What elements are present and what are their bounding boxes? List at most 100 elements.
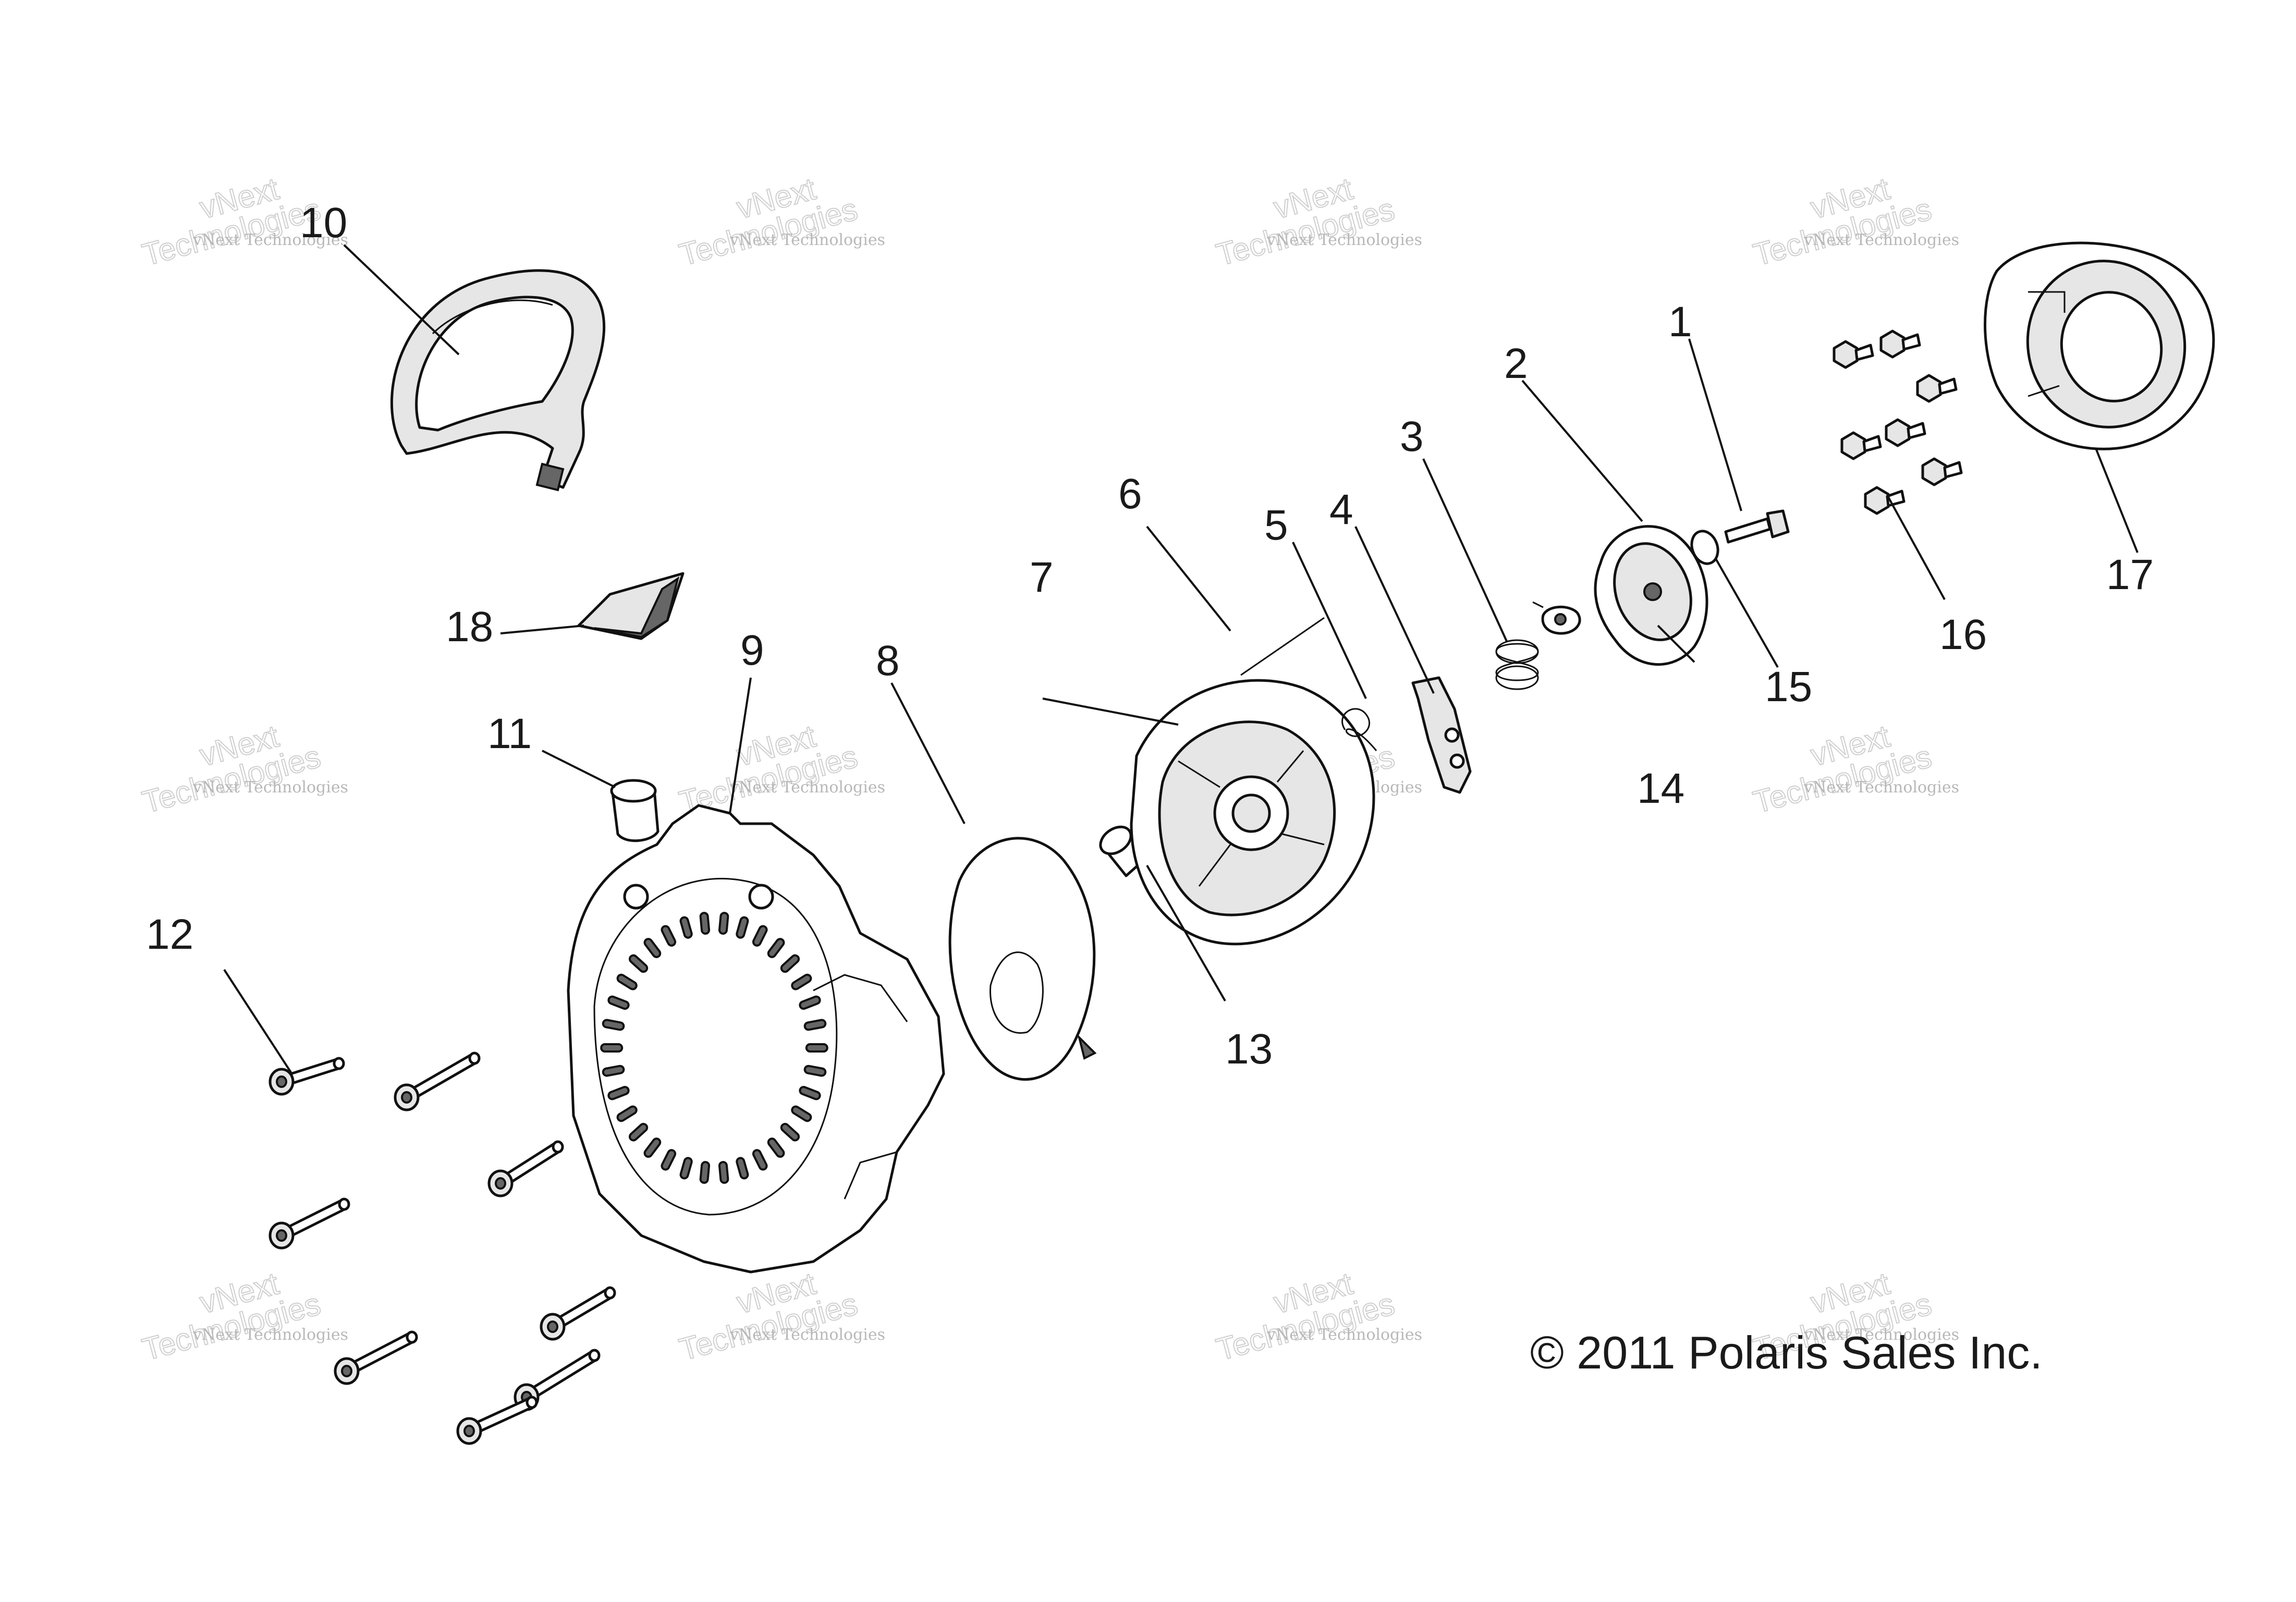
flange-nut: [1921, 457, 1963, 486]
part-16-nuts: [1833, 329, 1963, 515]
vent-slot: [628, 954, 649, 973]
callout-1: 1: [1668, 298, 1692, 346]
vent-slot: [602, 1065, 625, 1077]
watermark-small: vNext Technologies: [1266, 1326, 1422, 1344]
callout-14: 14: [1637, 765, 1684, 812]
part-2-friction-plate: [1594, 525, 1708, 666]
watermark-small: vNext Technologies: [729, 778, 885, 797]
callout-labels: 1 2 3 4 5 6 7 8 9 10 11 12 13 14 15 16 1…: [146, 199, 2154, 1073]
vent-slot: [679, 916, 693, 939]
callout-16: 16: [1939, 611, 1987, 658]
watermark-small: vNext Technologies: [192, 1326, 348, 1344]
callout-11: 11: [487, 710, 532, 757]
watermark-small: vNext Technologies: [729, 231, 885, 249]
callout-6: 6: [1118, 470, 1142, 518]
vent-slot: [791, 1105, 812, 1122]
callout-13: 13: [1225, 1025, 1273, 1073]
housing-vent-slots: [600, 912, 828, 1184]
part-12-bolts: [268, 1051, 616, 1445]
vent-slot: [780, 954, 800, 973]
callout-17: 17: [2106, 551, 2154, 598]
part-18-insert: [577, 572, 685, 640]
part-9-starter-housing: [567, 804, 945, 1274]
callout-9: 9: [740, 627, 764, 674]
watermark-small: vNext Technologies: [1803, 1326, 1959, 1344]
vent-slot: [752, 925, 768, 947]
vent-slot: [805, 1043, 828, 1053]
part-5-spring: [1341, 708, 1377, 751]
flange-nut: [1879, 329, 1921, 359]
part-3-spring: [1495, 639, 1539, 690]
callout-5: 5: [1264, 502, 1288, 549]
cap-screw: [394, 1051, 481, 1111]
vent-slot: [607, 995, 630, 1010]
part-7-rope-pulley: [1130, 679, 1375, 946]
vent-slot: [616, 973, 638, 990]
watermark-small: vNext Technologies: [1803, 778, 1959, 797]
cap-screw: [268, 1057, 345, 1096]
vent-slot: [767, 1138, 785, 1158]
vent-slot: [718, 1161, 729, 1184]
vent-slot: [607, 1086, 630, 1100]
vent-slot: [752, 1149, 768, 1171]
flange-nut: [1916, 374, 1958, 403]
vent-slot: [799, 995, 821, 1010]
part-15-washer: [1690, 530, 1719, 565]
callout-18: 18: [446, 603, 493, 651]
vent-slot: [767, 938, 785, 958]
flange-nut: [1885, 418, 1926, 447]
part-8-recoil-spring: [948, 837, 1097, 1081]
watermark-small: vNext Technologies: [729, 1326, 885, 1344]
flange-nut: [1840, 431, 1882, 460]
callout-12: 12: [146, 911, 193, 958]
watermark-small: vNext Technologies: [1803, 231, 1959, 249]
cap-screw: [456, 1396, 538, 1445]
vent-slot: [803, 1019, 827, 1031]
vent-slot: [661, 1149, 677, 1171]
part-11-plug: [610, 779, 660, 842]
callout-8: 8: [876, 637, 900, 684]
callout-3: 3: [1400, 413, 1424, 460]
part-17-drive-cup: [1984, 241, 2215, 450]
cap-screw: [268, 1197, 350, 1250]
part-4-pawl: [1411, 676, 1472, 794]
leader-lines: [223, 244, 2139, 1075]
flange-nut: [1864, 486, 1906, 515]
callout-10: 10: [300, 199, 347, 247]
part-10-starter-handle: [390, 269, 606, 492]
callout-7: 7: [1030, 554, 1054, 601]
part-14-retainer: [1532, 601, 1581, 635]
flange-nut: [1833, 340, 1874, 369]
callout-4: 4: [1329, 486, 1353, 533]
vent-slot: [736, 916, 749, 939]
copyright-notice: © 2011 Polaris Sales Inc.: [1530, 1327, 2043, 1378]
cap-screw: [487, 1140, 564, 1197]
watermark-small: vNext Technologies: [192, 778, 348, 797]
vent-slot: [803, 1065, 827, 1077]
vent-slot: [600, 1043, 624, 1053]
vent-slot: [628, 1122, 649, 1142]
vent-slot: [699, 912, 711, 935]
vent-slot: [718, 912, 729, 935]
cap-screw: [334, 1330, 418, 1385]
vent-slot: [616, 1105, 638, 1122]
cap-screw: [540, 1286, 616, 1341]
vent-slot: [602, 1019, 625, 1031]
vent-slot: [679, 1157, 693, 1180]
callout-15: 15: [1765, 663, 1812, 711]
vent-slot: [661, 925, 677, 947]
part-6-rope: [1240, 617, 1325, 676]
vent-slot: [799, 1086, 821, 1100]
vent-slot: [780, 1122, 800, 1142]
vent-slot: [643, 938, 662, 958]
vent-slot: [791, 973, 812, 990]
